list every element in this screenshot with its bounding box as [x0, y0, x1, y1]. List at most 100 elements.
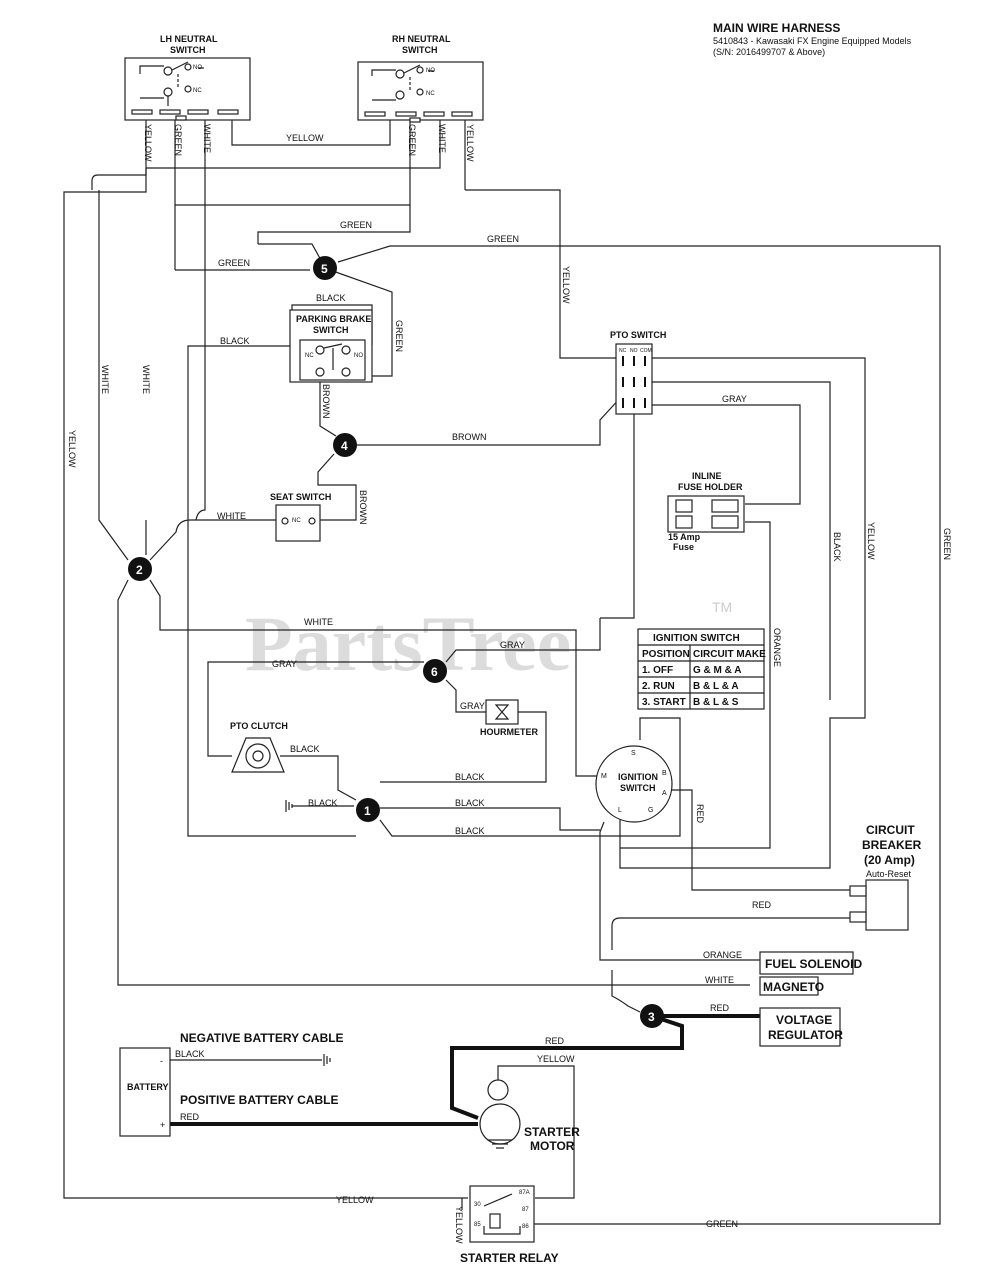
svg-text:85: 85 — [474, 1222, 481, 1228]
svg-text:IGNITION: IGNITION — [618, 772, 658, 782]
svg-text:PTO CLUTCH: PTO CLUTCH — [230, 721, 288, 731]
battery: NEGATIVE BATTERY CABLE POSITIVE BATTERY … — [119, 1031, 344, 1137]
svg-text:YELLOW: YELLOW — [465, 124, 475, 162]
svg-text:ORANGE: ORANGE — [772, 628, 782, 667]
svg-text:BATTERY: BATTERY — [127, 1082, 169, 1092]
svg-text:BLACK: BLACK — [290, 744, 320, 754]
svg-text:M: M — [601, 773, 607, 780]
svg-text:WHITE: WHITE — [141, 365, 151, 394]
svg-text:GREEN: GREEN — [218, 258, 250, 268]
svg-text:GREEN: GREEN — [487, 234, 519, 244]
svg-text:L: L — [618, 807, 622, 814]
svg-text:RED: RED — [545, 1036, 565, 1046]
rh-neutral-switch: RH NEUTRAL SWITCH NO NC — [357, 34, 484, 123]
svg-text:WHITE: WHITE — [437, 124, 447, 153]
svg-text:YELLOW: YELLOW — [67, 430, 77, 468]
svg-text:B: B — [662, 770, 667, 777]
node-6: 6 — [423, 659, 447, 683]
svg-text:GREEN: GREEN — [407, 124, 417, 156]
svg-text:PARKING BRAKE: PARKING BRAKE — [296, 314, 371, 324]
svg-text:1. OFF: 1. OFF — [642, 665, 673, 676]
svg-text:(20 Amp): (20 Amp) — [864, 853, 915, 867]
starter-relay: 30 87A 87 85 86 STARTER RELAY — [460, 1185, 559, 1265]
svg-text:5: 5 — [321, 262, 328, 276]
svg-text:REGULATOR: REGULATOR — [768, 1028, 843, 1042]
svg-text:RED: RED — [710, 1003, 730, 1013]
node-4: 4 — [333, 433, 357, 457]
fuel-solenoid: FUEL SOLENOID — [759, 951, 862, 975]
svg-text:INLINE: INLINE — [692, 471, 722, 481]
svg-text:BROWN: BROWN — [321, 384, 331, 419]
svg-text:RED: RED — [180, 1112, 200, 1122]
svg-text:BLACK: BLACK — [455, 798, 485, 808]
svg-text:SWITCH: SWITCH — [170, 45, 206, 55]
svg-text:3: 3 — [648, 1010, 655, 1024]
svg-text:VOLTAGE: VOLTAGE — [776, 1013, 832, 1027]
svg-text:IGNITION SWITCH: IGNITION SWITCH — [653, 633, 740, 644]
svg-text:RED: RED — [752, 900, 772, 910]
svg-text:GREEN: GREEN — [706, 1219, 738, 1229]
svg-text:BREAKER: BREAKER — [862, 838, 922, 852]
ignition-table: IGNITION SWITCH POSITION CIRCUIT MAKE 1.… — [637, 628, 766, 710]
svg-text:BLACK: BLACK — [832, 532, 842, 562]
svg-text:LH NEUTRAL: LH NEUTRAL — [160, 34, 218, 44]
svg-text:NC: NC — [193, 88, 202, 94]
svg-text:STARTER RELAY: STARTER RELAY — [460, 1251, 559, 1265]
svg-text:1: 1 — [364, 804, 371, 818]
svg-text:BLACK: BLACK — [175, 1049, 205, 1059]
svg-text:POSITION: POSITION — [642, 649, 690, 660]
diagram-serial: (S/N: 2016499707 & Above) — [713, 47, 825, 57]
svg-text:YELLOW: YELLOW — [336, 1195, 374, 1205]
circuit-breaker: CIRCUIT BREAKER (20 Amp) Auto-Reset — [849, 823, 922, 931]
svg-text:BROWN: BROWN — [452, 432, 487, 442]
svg-text:G: G — [648, 807, 653, 814]
svg-text:MOTOR: MOTOR — [530, 1139, 575, 1153]
svg-text:HOURMETER: HOURMETER — [480, 727, 538, 737]
svg-text:RH NEUTRAL: RH NEUTRAL — [392, 34, 451, 44]
svg-text:GRAY: GRAY — [500, 640, 525, 650]
svg-text:CIRCUIT: CIRCUIT — [866, 823, 915, 837]
magneto: MAGNETO — [759, 976, 824, 996]
svg-text:BLACK: BLACK — [455, 826, 485, 836]
svg-text:+: + — [160, 1120, 165, 1130]
svg-text:GREEN: GREEN — [394, 320, 404, 352]
inline-fuse-holder: INLINE FUSE HOLDER 15 Amp Fuse — [667, 471, 745, 552]
diagram-title: MAIN WIRE HARNESS — [713, 21, 840, 35]
svg-text:WHITE: WHITE — [217, 511, 246, 521]
svg-text:WHITE: WHITE — [100, 365, 110, 394]
svg-text:COM: COM — [640, 348, 652, 354]
svg-text:86: 86 — [522, 1224, 529, 1230]
svg-text:3. START: 3. START — [642, 697, 686, 708]
svg-text:GRAY: GRAY — [272, 659, 297, 669]
svg-text:B & L & S: B & L & S — [693, 697, 739, 708]
svg-text:15 Amp: 15 Amp — [668, 532, 701, 542]
svg-text:Fuse: Fuse — [673, 542, 694, 552]
pto-clutch: PTO CLUTCH — [230, 721, 288, 773]
svg-text:POSITIVE BATTERY CABLE: POSITIVE BATTERY CABLE — [180, 1093, 338, 1107]
wires — [63, 119, 941, 1225]
hourmeter: HOURMETER — [480, 699, 538, 737]
svg-text:Auto-Reset: Auto-Reset — [866, 869, 912, 879]
svg-text:RED: RED — [695, 804, 705, 824]
svg-text:GREEN: GREEN — [173, 124, 183, 156]
svg-text:2: 2 — [136, 563, 143, 577]
seat-switch: SEAT SWITCH NC — [270, 492, 331, 542]
voltage-regulator: VOLTAGE REGULATOR — [759, 1007, 843, 1047]
svg-text:NO: NO — [426, 68, 435, 74]
svg-text:NC: NC — [426, 91, 435, 97]
svg-text:87A: 87A — [519, 1190, 530, 1196]
svg-text:YELLOW: YELLOW — [866, 522, 876, 560]
svg-text:WHITE: WHITE — [705, 975, 734, 985]
ground-symbol — [285, 800, 331, 1066]
svg-text:G & M & A: G & M & A — [693, 665, 742, 676]
svg-text:6: 6 — [431, 665, 438, 679]
svg-text:YELLOW: YELLOW — [286, 133, 324, 143]
heavy-cables — [170, 1014, 760, 1126]
svg-text:S: S — [631, 750, 636, 757]
svg-text:NC: NC — [292, 518, 301, 524]
svg-text:BLACK: BLACK — [455, 772, 485, 782]
node-3: 3 — [640, 1004, 664, 1028]
svg-text:GRAY: GRAY — [722, 394, 747, 404]
svg-text:YELLOW: YELLOW — [454, 1206, 464, 1244]
svg-text:MAGNETO: MAGNETO — [763, 980, 824, 994]
